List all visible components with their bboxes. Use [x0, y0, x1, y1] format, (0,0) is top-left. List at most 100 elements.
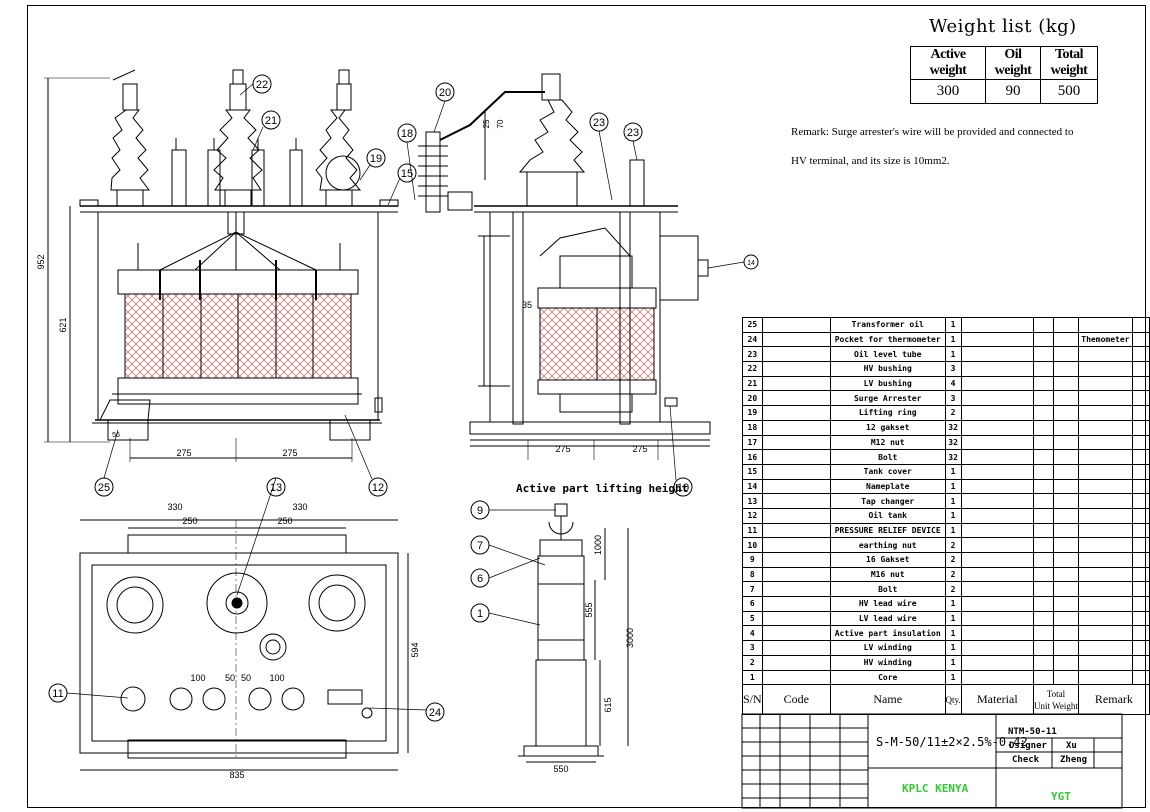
part-extra: [1131, 390, 1150, 407]
part-sn: 15: [742, 463, 763, 480]
part-code: [761, 405, 831, 421]
part-total-weight: [1053, 405, 1079, 421]
header-unit-weight: Unit Weight: [1033, 700, 1078, 711]
part-total-weight: [1053, 419, 1079, 436]
part-extra: [1131, 405, 1150, 421]
part-total-weight: [1053, 478, 1079, 495]
part-name: Bolt: [829, 449, 946, 465]
part-total-weight: [1053, 317, 1079, 333]
dim-label: 275: [176, 448, 191, 458]
dim-label: 835: [229, 770, 244, 780]
weight-list-table: Active weight Oil weight Total weight 30…: [910, 46, 1098, 104]
balloon-label: 14: [747, 260, 755, 267]
header-qty: Qty.: [944, 684, 962, 716]
balloon-label: 12: [372, 482, 384, 494]
balloon-label: 15: [401, 168, 413, 180]
header-total: Total: [1046, 688, 1066, 699]
part-sn: 17: [742, 434, 763, 451]
part-extra: [1131, 419, 1150, 436]
part-name: Transformer oil: [829, 317, 946, 333]
dim-label: 330: [292, 502, 307, 512]
part-code: [761, 478, 831, 495]
remark-line-1: Remark: Surge arrester's wire will be pr…: [791, 126, 1074, 138]
client-name: KPLC KENYA: [902, 782, 969, 795]
top-view: [79, 519, 409, 771]
part-qty: 32: [944, 419, 962, 436]
part-qty: 3: [944, 390, 962, 407]
part-qty: 1: [944, 493, 962, 509]
balloon-labels: 22 21 19 15 25 12 20 18 23 23 14 10 13 1…: [52, 79, 755, 719]
dim-label: 250: [182, 516, 197, 526]
dim-label: 100: [190, 673, 205, 683]
dim-label: 555: [584, 602, 594, 617]
weight-value: 90: [985, 79, 1041, 104]
balloon-label: 20: [439, 87, 451, 99]
part-extra: [1131, 375, 1150, 392]
part-name: 12 gakset: [829, 419, 946, 436]
company-name: YGT: [1051, 790, 1071, 803]
dim-label: 35: [522, 300, 532, 310]
dim-label: 275: [282, 448, 297, 458]
dim-label: 56: [112, 432, 120, 439]
dim-label: 25: [482, 119, 491, 128]
dim-label: 330: [167, 502, 182, 512]
part-code: [761, 346, 831, 363]
part-qty: 32: [944, 434, 962, 451]
weight-header: Total weight: [1040, 46, 1098, 80]
part-code: [761, 463, 831, 480]
dim-label: 952: [36, 254, 46, 269]
part-code: [761, 317, 831, 333]
part-name: M12 nut: [829, 434, 946, 451]
part-code: [761, 390, 831, 407]
dim-label: 615: [603, 697, 613, 712]
part-qty: 2: [944, 581, 962, 598]
balloon-label: 24: [429, 707, 441, 719]
part-total-weight: [1053, 346, 1079, 363]
weight-value: 300: [910, 79, 986, 104]
balloon-label: 21: [265, 115, 277, 127]
part-code: [761, 419, 831, 436]
balloon-label: 7: [477, 540, 483, 552]
part-total-weight: [1053, 434, 1079, 451]
part-qty: 2: [944, 552, 962, 568]
part-name: LV bushing: [829, 375, 946, 392]
part-name: Tap changer: [829, 493, 946, 509]
dim-label: 50: [225, 673, 235, 683]
dim-label: 621: [58, 317, 68, 332]
balloon-label: 18: [401, 128, 413, 140]
part-code: [761, 434, 831, 451]
part-extra: [1131, 346, 1150, 363]
dim-label: 275: [632, 444, 647, 454]
dim-label: 1000: [593, 535, 603, 555]
part-sn: 22: [742, 361, 763, 377]
header-code: Code: [761, 684, 831, 716]
remark-line-2: HV terminal, and its size is 10mm2.: [791, 155, 950, 167]
part-code: [761, 493, 831, 509]
part-extra: [1131, 478, 1150, 495]
dim-label: 275: [555, 444, 570, 454]
dimension-labels: 952 621 56 275 275 275 275 35 25 70 330 …: [36, 119, 648, 780]
part-remark: Themometer: [1077, 331, 1133, 348]
part-qty: 1: [944, 346, 962, 363]
part-extra: [1131, 331, 1150, 348]
dim-label: 50: [241, 673, 251, 683]
part-extra: [1131, 434, 1150, 451]
part-code: [761, 331, 831, 348]
checker-name: Zheng: [1060, 755, 1088, 765]
